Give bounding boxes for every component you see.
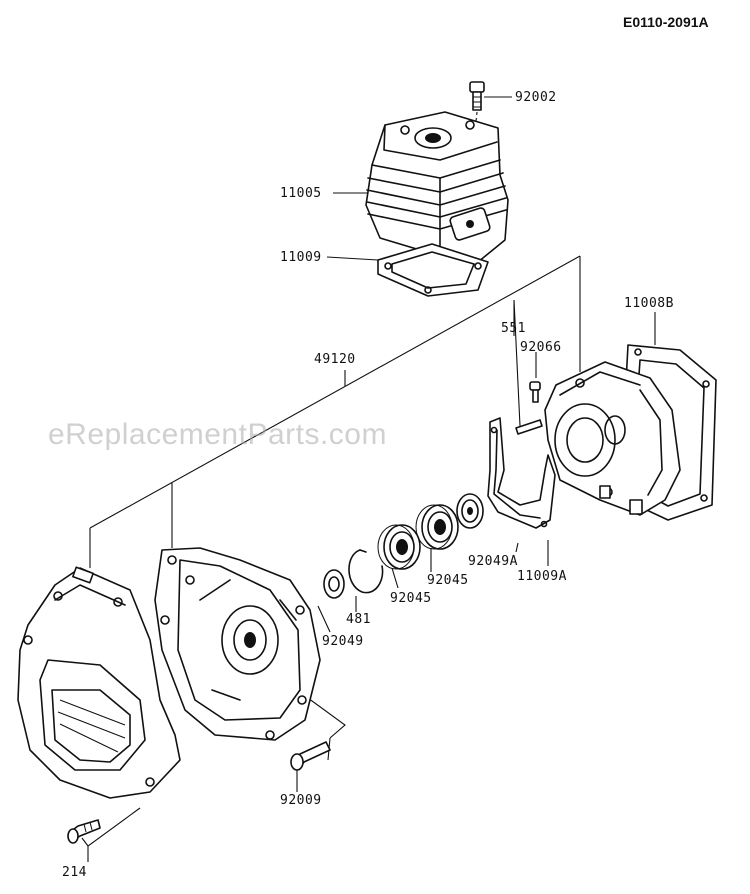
part-label-92045-b[interactable]: 92045 (390, 591, 432, 606)
part-label-92049A[interactable]: 92049A (468, 554, 518, 569)
bearing-92045-a (415, 504, 459, 550)
part-label-214[interactable]: 214 (62, 865, 87, 880)
watermark-text: eReplacementParts.com (48, 418, 387, 451)
fan-housing (17, 566, 181, 799)
part-label-551[interactable]: 551 (501, 321, 526, 336)
gasket-11009 (377, 243, 489, 297)
circlip-481 (348, 549, 384, 594)
part-label-92066[interactable]: 92066 (520, 340, 562, 355)
seal-92049A (456, 493, 484, 529)
crankcase-right (544, 361, 681, 516)
part-label-92002[interactable]: 92002 (515, 90, 557, 105)
part-label-92045-a[interactable]: 92045 (427, 573, 469, 588)
part-label-11009A[interactable]: 11009A (517, 569, 567, 584)
part-label-11005[interactable]: 11005 (280, 186, 322, 201)
gasket-11009A (487, 417, 556, 529)
bolt-92009 (290, 741, 331, 771)
part-label-92049[interactable]: 92049 (322, 634, 364, 649)
screw-214 (67, 819, 101, 844)
pin-551 (515, 419, 543, 435)
part-label-481[interactable]: 481 (346, 612, 371, 627)
part-label-11008B[interactable]: 11008B (624, 296, 674, 311)
part-label-49120[interactable]: 49120 (314, 352, 356, 367)
bearing-92045-b (377, 524, 421, 570)
seal-92049 (323, 569, 345, 599)
leader-lines (81, 96, 656, 862)
part-label-11009[interactable]: 11009 (280, 250, 322, 265)
cylinder-11005 (365, 111, 509, 263)
part-label-92009[interactable]: 92009 (280, 793, 322, 808)
crankcase-left (154, 547, 321, 741)
bolt-92066 (529, 381, 541, 403)
diagram-code: E0110-2091A (623, 14, 709, 30)
